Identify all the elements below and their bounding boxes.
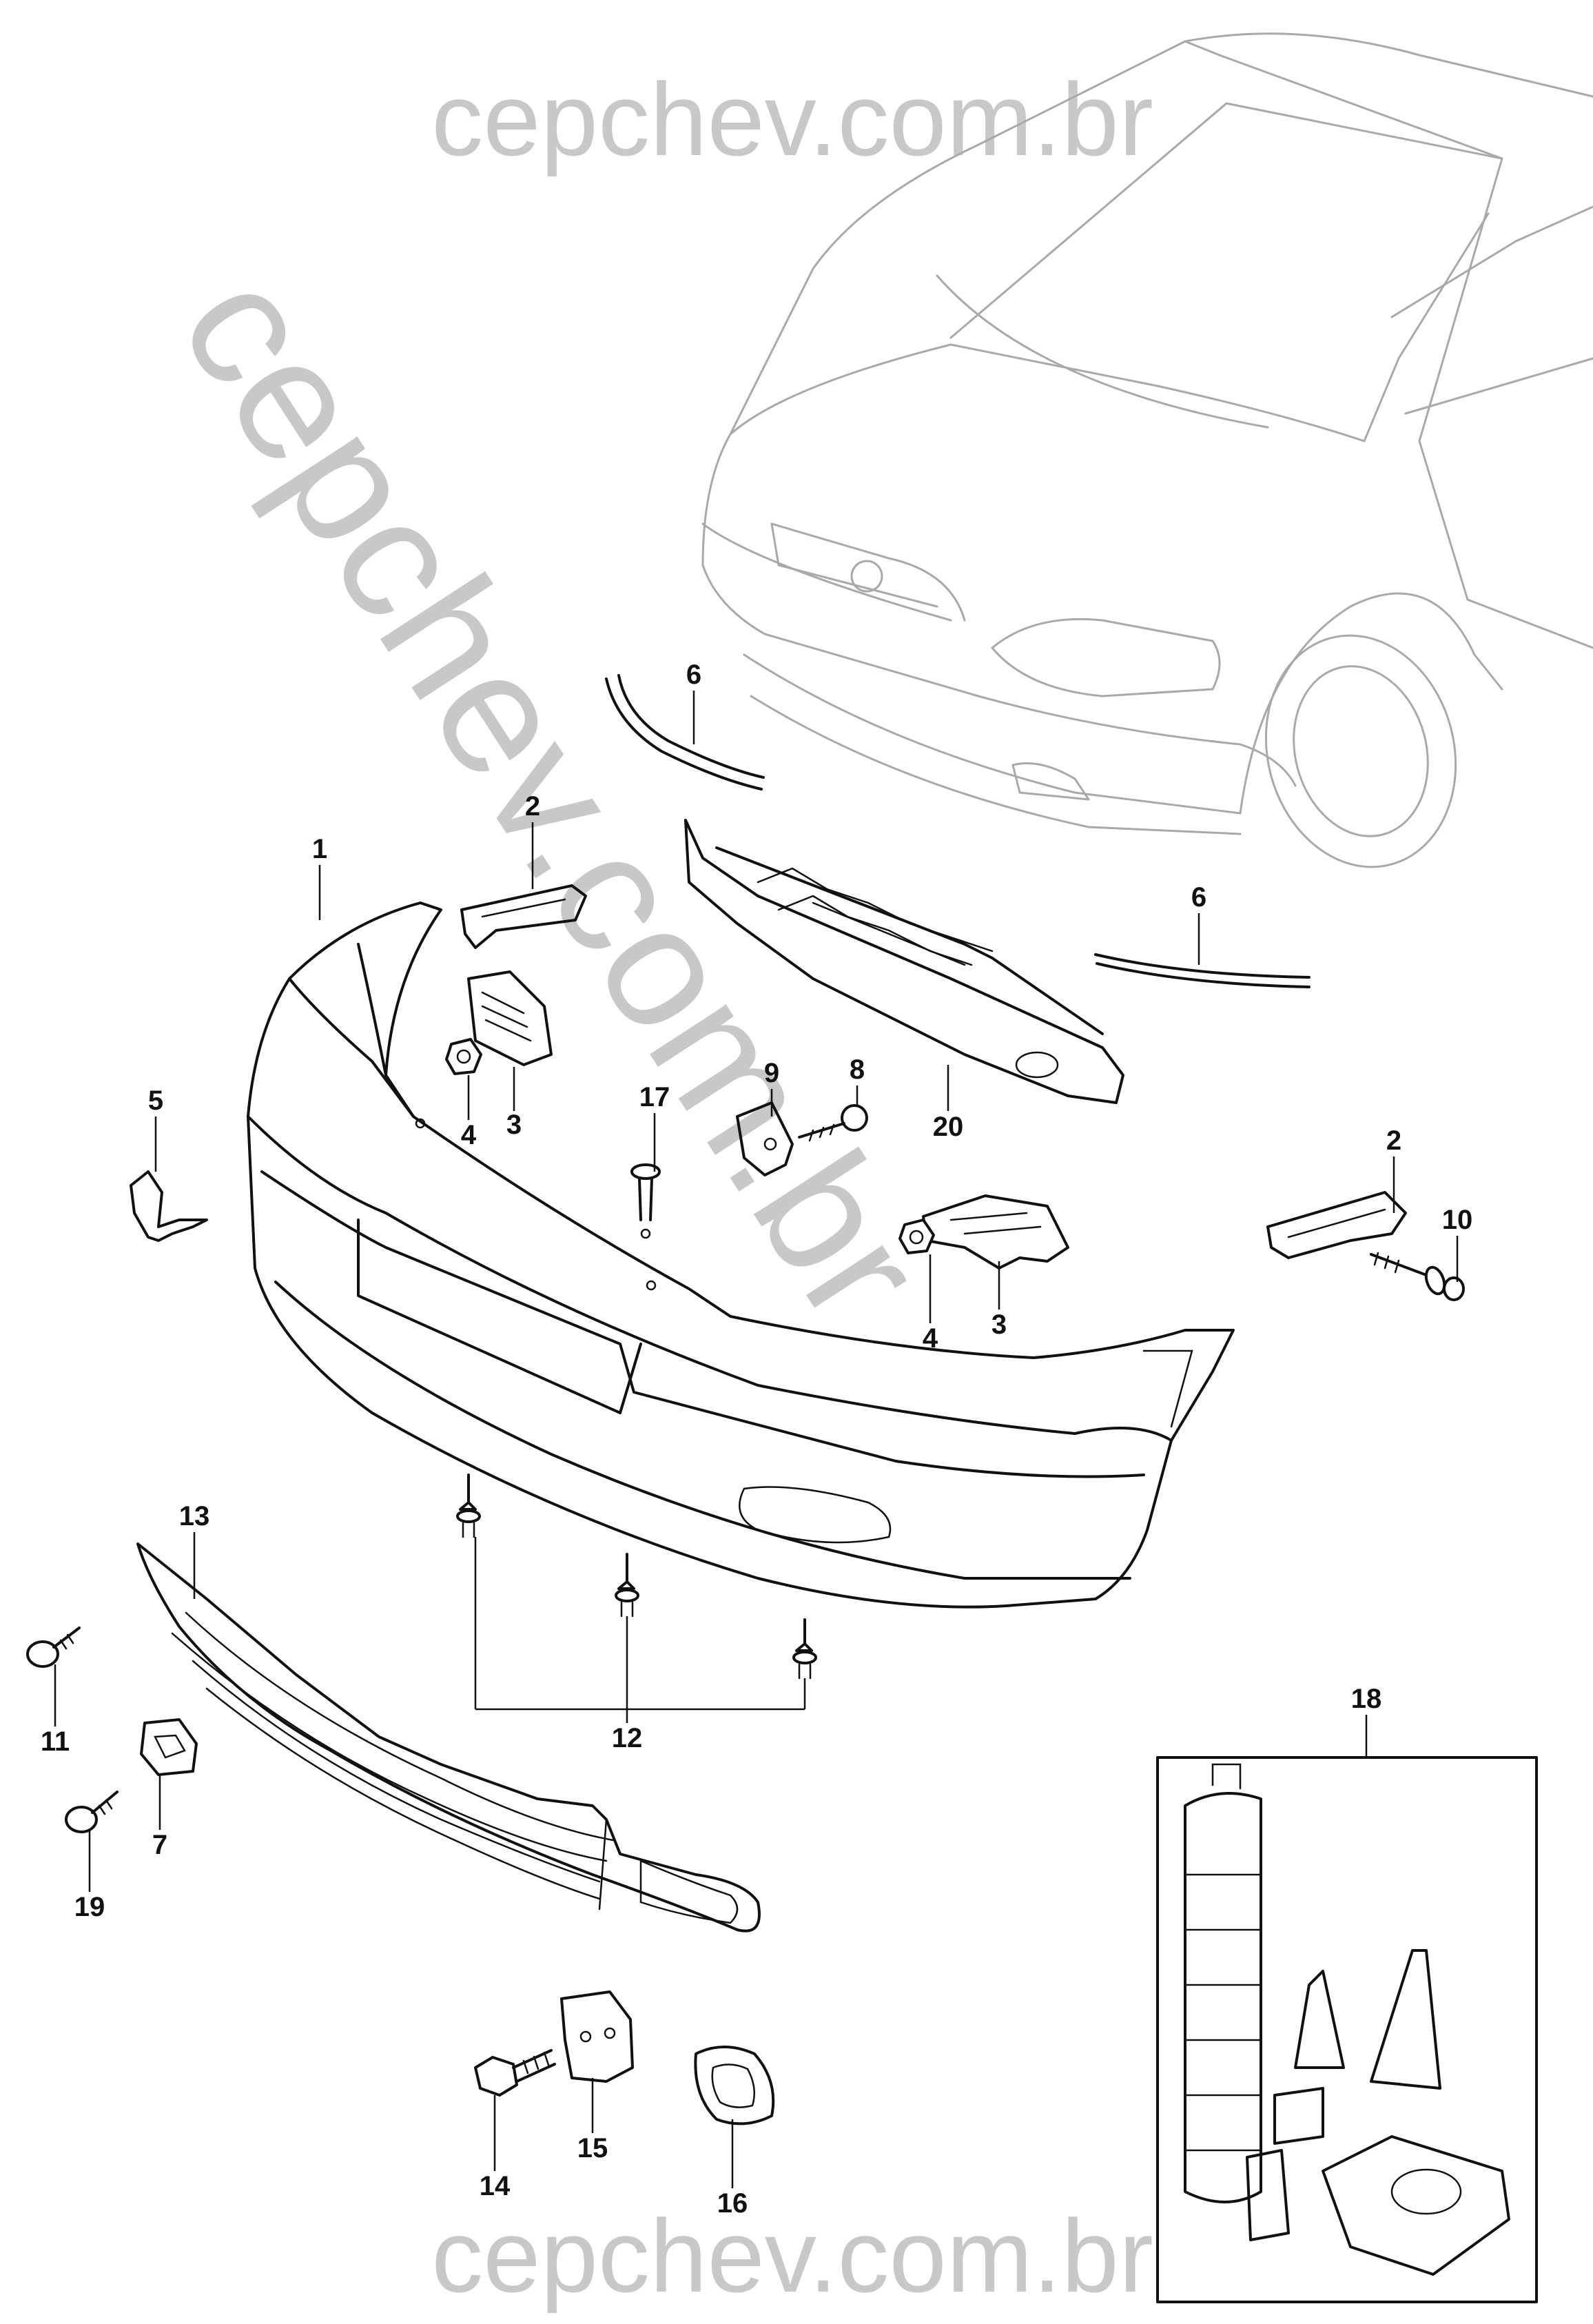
part-3-guide-right (922, 1194, 1069, 1270)
callout-15: 15 (577, 2133, 608, 2163)
part-10-bolt (1370, 1252, 1465, 1301)
callout-4-right: 4 (923, 1323, 938, 1354)
callout-6-upper: 6 (686, 660, 701, 690)
part-16-grommet (694, 2046, 775, 2126)
callout-16: 16 (717, 2188, 748, 2219)
part-11-screw (26, 1627, 81, 1668)
callout-19: 19 (74, 1892, 105, 1922)
callout-6-lower: 6 (1191, 882, 1206, 913)
part-19-screw (65, 1791, 119, 1833)
part-12-clip-a (456, 1474, 481, 1538)
leader-lines (54, 691, 1459, 2188)
part-7-grommet (140, 1718, 198, 1776)
callout-1: 1 (312, 834, 327, 864)
callout-17: 17 (639, 1082, 670, 1112)
part-3-guide-left (467, 970, 553, 1066)
watermark-diagonal: cepchev.com.br (145, 239, 962, 1353)
part-4-nut-left (445, 1038, 482, 1075)
callout-8: 8 (850, 1054, 865, 1085)
part-12-clip-b (615, 1553, 639, 1618)
part-5-side-clip (130, 1170, 208, 1242)
part-12-clip-c (792, 1618, 817, 1680)
part-17-push-pin (630, 1163, 661, 1239)
part-1-bumper-cover (247, 901, 1235, 1609)
callout-13: 13 (179, 1501, 210, 1531)
part-14-hex-bolt (474, 2049, 556, 2097)
callout-4-left: 4 (461, 1120, 477, 1150)
callout-labels: 1 2 2 3 3 4 4 5 6 6 7 8 9 10 11 12 13 14… (41, 660, 1472, 2219)
callout-5: 5 (148, 1085, 163, 1116)
part-2-bracket-right (1266, 1191, 1407, 1259)
part-6-strip-upper (605, 674, 765, 791)
part-4-nut-right (898, 1219, 935, 1254)
part-13-lower-grille (136, 1542, 761, 1933)
callout-20: 20 (933, 1112, 964, 1142)
watermark-top: cepchev.com.br (431, 61, 1153, 177)
vehicle-outline (701, 32, 1593, 868)
callout-2-right: 2 (1386, 1125, 1401, 1156)
part-18-adhesive-kit (1156, 1756, 1538, 2303)
part-2-bracket-left (460, 884, 587, 949)
callout-9: 9 (764, 1058, 779, 1088)
callout-12: 12 (612, 1723, 643, 1753)
callout-3-left: 3 (506, 1110, 522, 1140)
callout-18: 18 (1351, 1684, 1382, 1714)
part-6-strip-lower (1094, 953, 1311, 988)
callout-14: 14 (480, 2171, 511, 2201)
callout-10: 10 (1442, 1205, 1473, 1235)
callout-3-right: 3 (991, 1309, 1007, 1340)
callout-7: 7 (152, 1830, 167, 1860)
callout-2-left: 2 (525, 791, 540, 822)
part-15-plate (560, 1990, 634, 2083)
part-8-screw (798, 1104, 868, 1142)
callout-11: 11 (41, 1726, 70, 1757)
part-20-reinforcement (684, 819, 1124, 1104)
watermark-bottom: cepchev.com.br (431, 2198, 1153, 2314)
